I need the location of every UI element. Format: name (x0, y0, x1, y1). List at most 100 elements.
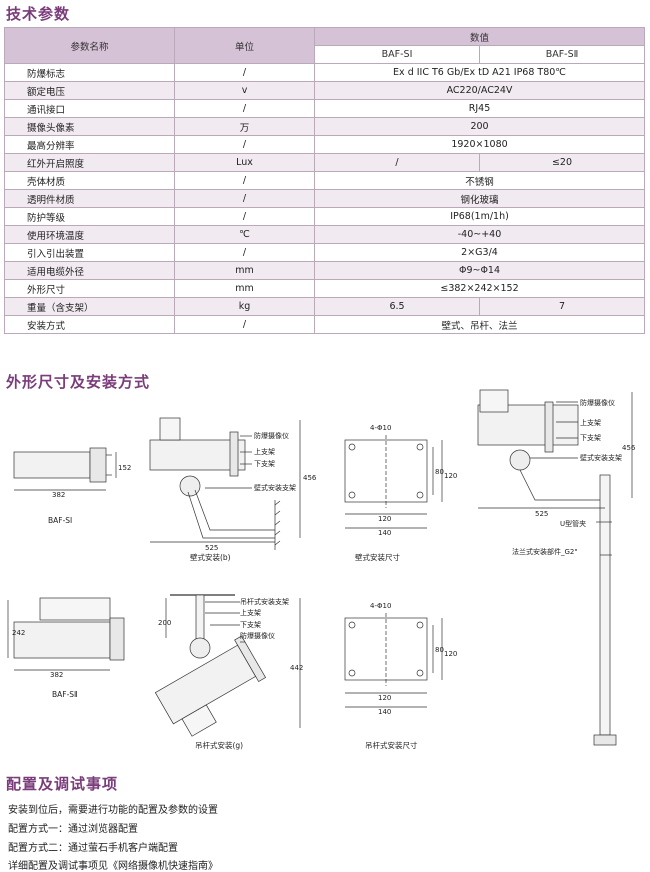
row-unit: / (174, 189, 315, 208)
row-unit: v (174, 81, 315, 100)
row-value: ≤382×242×152 (313, 279, 646, 298)
flange-label-part: 法兰式安装部件_G2" (512, 547, 578, 556)
row-unit: 万 (174, 117, 315, 136)
hangsize-dim-b: 120 (444, 650, 457, 658)
config-line-1: 安装到位后，需要进行功能的配置及参数的设置 (8, 805, 218, 816)
spec-table: 参数名称 单位 数值 BAF-SⅠ BAF-SⅡ 防爆标志/Ex d IIC T… (4, 27, 646, 334)
row-value: RJ45 (313, 99, 646, 118)
row-value: IP68(1m/1h) (313, 207, 646, 226)
config-line-3: 配置方式二：通过萤石手机客户端配置 (8, 843, 178, 854)
row-unit: / (174, 171, 315, 190)
row-name: 外形尺寸 (4, 279, 175, 298)
table-row: 通讯接口/RJ45 (4, 99, 646, 118)
row-unit: kg (174, 297, 315, 316)
row-value: Ex d IIC T6 Gb/Ex tD A21 IP68 T80℃ (313, 63, 646, 82)
row-value: 钢化玻璃 (313, 189, 646, 208)
baf2-width: 382 (50, 671, 63, 679)
row-unit: / (174, 243, 315, 262)
table-row: 壳体材质/不锈钢 (4, 171, 646, 190)
wall-label-bracket: 壁式安装支架 (254, 483, 296, 492)
hangsize-dim-d: 140 (378, 708, 391, 716)
row-name: 最高分辨率 (4, 135, 175, 154)
row-name: 通讯接口 (4, 99, 175, 118)
table-row: 使用环境温度℃-40~+40 (4, 225, 646, 244)
hangsize-caption: 吊杆式安装尺寸 (365, 740, 418, 750)
flange-label-upper: 上支架 (580, 418, 601, 427)
row-unit: / (174, 63, 315, 82)
row-value: Φ9~Φ14 (313, 261, 646, 280)
header-unit: 单位 (174, 27, 315, 64)
wall-label-camera: 防爆摄像仪 (254, 431, 289, 440)
wall-dim-height: 456 (303, 474, 317, 482)
row-name: 适用电缆外径 (4, 261, 175, 280)
row-unit: mm (174, 261, 315, 280)
row-unit: ℃ (174, 225, 315, 244)
section-title-config: 配置及调试事项 (6, 775, 119, 793)
header-model-1: BAF-SⅠ (314, 45, 480, 64)
table-row: 安装方式/壁式、吊杆、法兰 (4, 315, 646, 334)
row-name: 防护等级 (4, 207, 175, 226)
baf1-caption: BAF-SⅠ (48, 516, 72, 525)
row-value: 不锈钢 (313, 171, 646, 190)
row-value-model-1: / (314, 153, 480, 172)
flange-label-lower: 下支架 (580, 433, 601, 442)
row-name: 使用环境温度 (4, 225, 175, 244)
row-value-model-1: 6.5 (314, 297, 480, 316)
hang-label-upper: 上支架 (240, 608, 261, 617)
row-name: 防爆标志 (4, 63, 175, 82)
baf2-caption: BAF-SⅡ (52, 690, 78, 699)
config-line-4: 详细配置及调试事项见《网络摄像机快速指南》 (8, 861, 218, 872)
row-name: 安装方式 (4, 315, 175, 334)
wallsize-dim-d: 140 (378, 529, 391, 537)
table-row: 最高分辨率/1920×1080 (4, 135, 646, 154)
row-value-model-2: 7 (478, 297, 646, 316)
hang-label-bracket: 吊杆式安装支架 (240, 597, 289, 606)
wallsize-dim-c: 120 (378, 515, 391, 523)
flange-label-clamp: U型管夹 (560, 519, 586, 528)
hang-caption: 吊杆式安装(g) (195, 740, 243, 750)
baf1-width: 382 (52, 491, 65, 499)
wall-dim-length: 525 (205, 544, 218, 552)
section-title-tech: 技术参数 (6, 5, 71, 23)
hangsize-dim-c: 120 (378, 694, 391, 702)
header-value: 数值 (313, 27, 646, 46)
row-unit: Lux (174, 153, 315, 172)
wallsize-caption: 壁式安装尺寸 (355, 552, 400, 562)
hang-dim-top: 200 (158, 619, 171, 627)
baf2-height: 242 (12, 629, 25, 637)
table-row: 引入引出装置/2×G3/4 (4, 243, 646, 262)
row-value-model-2: ≤20 (478, 153, 646, 172)
hangsize-dim-a: 80 (435, 646, 444, 654)
row-unit: / (174, 135, 315, 154)
row-name: 摄像头像素 (4, 117, 175, 136)
hangsize-hole: 4-Φ10 (370, 602, 391, 610)
section-title-dims: 外形尺寸及安装方式 (6, 373, 151, 391)
row-value: AC220/AC24V (313, 81, 646, 100)
flange-dim-height: 456 (622, 444, 636, 452)
row-value: 2×G3/4 (313, 243, 646, 262)
wall-label-upper: 上支架 (254, 447, 275, 456)
table-row: 防护等级/IP68(1m/1h) (4, 207, 646, 226)
row-name: 红外开启照度 (4, 153, 175, 172)
table-row: 防爆标志/Ex d IIC T6 Gb/Ex tD A21 IP68 T80℃ (4, 63, 646, 82)
row-name: 额定电压 (4, 81, 175, 100)
flange-label-camera: 防爆摄像仪 (580, 398, 615, 407)
wallsize-dim-a: 80 (435, 468, 444, 476)
row-unit: mm (174, 279, 315, 298)
wallsize-hole: 4-Φ10 (370, 424, 391, 432)
flange-label-bracket: 壁式安装支架 (580, 453, 622, 462)
row-unit: / (174, 207, 315, 226)
row-name: 引入引出装置 (4, 243, 175, 262)
row-name: 透明件材质 (4, 189, 175, 208)
wallsize-dim-b: 120 (444, 472, 457, 480)
baf1-height: 152 (118, 464, 131, 472)
flange-dim-length: 525 (535, 510, 548, 518)
hang-dim-height: 442 (290, 664, 303, 672)
config-line-2: 配置方式一：通过浏览器配置 (8, 824, 138, 835)
table-row: 透明件材质/钢化玻璃 (4, 189, 646, 208)
